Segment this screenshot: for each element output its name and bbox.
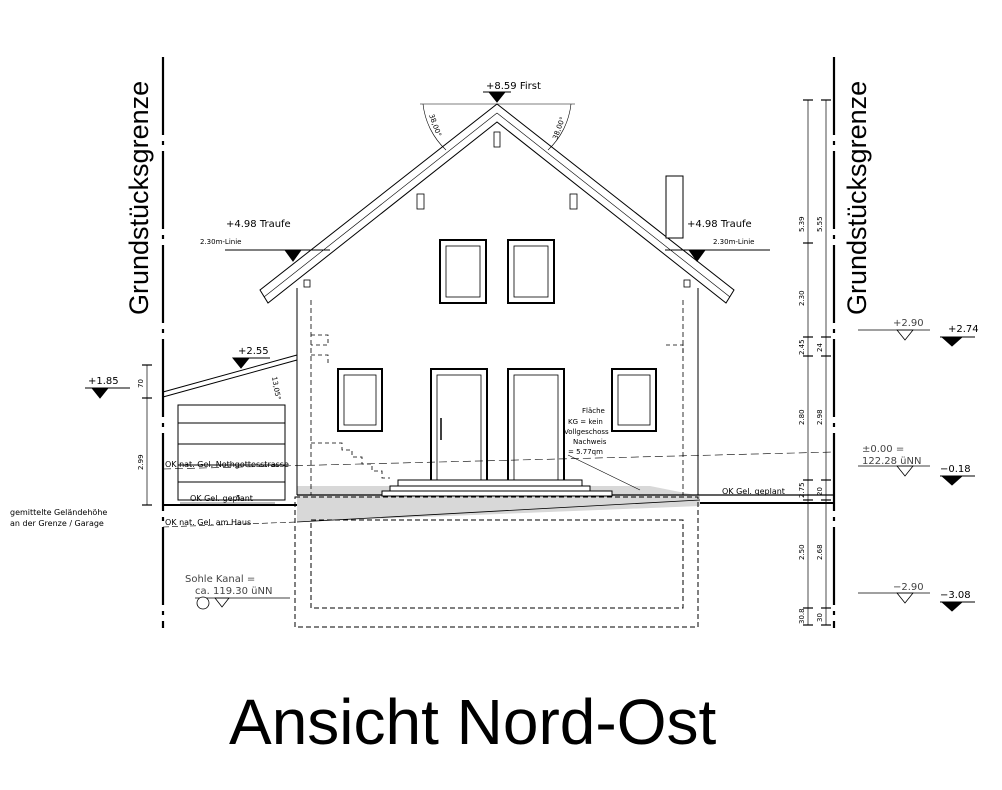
label-sohle-1: Sohle Kanal = <box>185 574 255 585</box>
dim-308: 30.8 <box>798 608 806 624</box>
boundary-lines <box>161 57 836 628</box>
label-first: +8.59 First <box>486 81 541 92</box>
label-zero: ±0.00 = <box>862 444 904 455</box>
label-flaeche-4: Nachweis <box>573 438 607 446</box>
boundary-label-right: Grundstücksgrenze <box>842 81 872 315</box>
dim-555: 5.55 <box>816 216 824 232</box>
roof-angle-arcs <box>420 103 575 151</box>
label-ok-nat-street: OK nat. Gel. Nothgottesstrasse <box>165 460 289 469</box>
annotation-leaders <box>162 451 835 528</box>
label-plus290: +2.90 <box>893 318 924 329</box>
entrance-steps <box>381 479 613 497</box>
dim-30: 30 <box>816 613 824 622</box>
elevation-labels: +8.59 First +4.98 Traufe +4.98 Traufe 2.… <box>88 81 979 601</box>
basement-outline <box>294 496 699 628</box>
boundary-label-left: Grundstücksgrenze <box>124 81 154 315</box>
label-minus290: −2.90 <box>893 582 924 593</box>
upper-windows <box>439 239 555 304</box>
dim-250: 2.50 <box>798 544 806 560</box>
dim-230: 2.30 <box>798 290 806 306</box>
hidden-stair <box>311 334 684 479</box>
dim-299: 2.99 <box>137 454 145 470</box>
label-ok-geplant-left: OK Gel. geplant <box>190 494 253 503</box>
dimension-chains <box>142 99 831 626</box>
label-gemittelt-1: gemittelte Geländehöhe <box>10 508 107 517</box>
dim-280: 2.80 <box>798 409 806 425</box>
dimension-labels: 5.39 5.55 2.30 2.45 24 2.80 2.98 2.75 20… <box>137 216 824 624</box>
label-flaeche-3: Vollgeschoss <box>564 428 609 436</box>
label-line-left: 2.30m-Linie <box>200 238 241 246</box>
label-plus274: +2.74 <box>948 324 979 335</box>
angle-left: 38,00° <box>427 113 443 138</box>
drawing-title: Ansicht Nord-Ost <box>229 686 716 758</box>
dim-539: 5.39 <box>798 216 806 232</box>
dim-298: 2.98 <box>816 409 824 425</box>
dim-70: 70 <box>137 379 145 388</box>
roof-vents <box>416 131 578 210</box>
dim-245: 2.45 <box>798 339 806 355</box>
lower-windows <box>337 368 657 432</box>
label-sohle-2: ca. 119.30 üNN <box>195 586 272 597</box>
label-flaeche-5: = 5.77qm <box>568 448 603 456</box>
garage <box>162 354 298 501</box>
dim-20: 20 <box>816 487 824 496</box>
dim-268: 2.68 <box>816 544 824 560</box>
dim-5: 5 <box>236 494 240 502</box>
label-flaeche-2: KG = kein <box>568 418 603 426</box>
entrance-doors <box>430 368 565 482</box>
label-line-right: 2.30m-Linie <box>713 238 754 246</box>
label-garage-slope: 13,05° <box>270 376 282 401</box>
label-garage-roof: +2.55 <box>238 346 269 357</box>
label-ok-nat-haus: OK nat. Gel. am Haus <box>165 518 251 527</box>
house-walls <box>296 279 699 495</box>
chimney <box>665 175 684 239</box>
label-ok-geplant-right: OK Gel. geplant <box>722 487 785 496</box>
roof <box>259 103 735 304</box>
dim-24: 24 <box>816 343 824 352</box>
label-traufe-right: +4.98 Traufe <box>687 219 752 230</box>
label-zero-nn: 122.28 üNN <box>862 456 921 467</box>
label-garage-left: +1.85 <box>88 376 119 387</box>
angle-right: 38,00° <box>551 116 567 141</box>
label-gemittelt-2: an der Grenze / Garage <box>10 519 104 528</box>
label-minus018: −0.18 <box>940 464 971 475</box>
label-minus308: −3.08 <box>940 590 971 601</box>
dim-275: 2.75 <box>798 482 806 498</box>
elevation-markers-open <box>195 329 930 610</box>
label-flaeche-1: Fläche <box>582 407 605 415</box>
annotation-labels: OK nat. Gel. Nothgottesstrasse OK Gel. g… <box>10 376 785 597</box>
label-traufe-left: +4.98 Traufe <box>226 219 291 230</box>
elevation-markers <box>85 91 975 612</box>
